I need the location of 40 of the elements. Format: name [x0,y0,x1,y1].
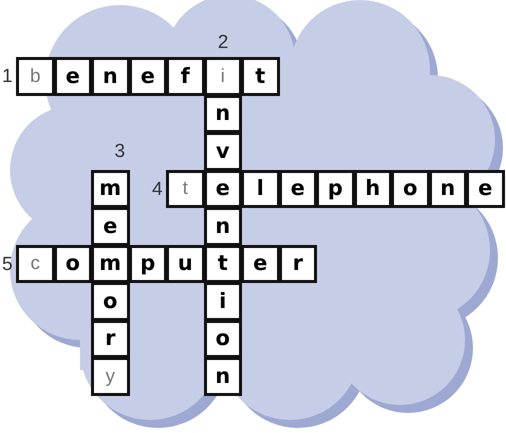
clue-number: 5 [2,254,13,274]
crossword-letter: v [204,132,242,170]
hint-letter: b [16,57,54,96]
crossword-letter: p [316,170,354,208]
crossword-letter: t [204,244,242,283]
crossword-letter: o [54,244,92,283]
crossword-letter: m [91,170,130,208]
crossword-letter: r [91,320,130,358]
hint-letter: c [16,244,54,283]
crossword-letter: r [278,244,317,283]
crossword-letter: i [204,282,242,320]
crossword-letter: n [204,357,242,396]
clue-number: 3 [114,142,126,162]
crossword-letter: f [166,57,204,96]
clue-number: 2 [218,33,228,52]
crossword-letter: e [204,170,242,208]
crossword-letter: o [91,282,130,320]
crossword-letter: e [241,244,280,283]
crossword-letter: e [54,57,92,96]
hint-letter: y [91,357,130,396]
crossword-letter: e [466,170,504,208]
clue-number: 4 [152,180,163,199]
crossword-letter: o [391,170,430,208]
hint-letter: t [166,170,204,208]
crossword-letter: p [128,244,167,283]
crossword-letter: n [204,94,242,133]
hint-letter: i [204,57,242,96]
crossword-letter: n [204,207,242,246]
crossword-letter: l [241,170,280,208]
crossword-letter: o [204,320,242,358]
crossword-letter: e [128,57,167,96]
crossword-letter: n [91,57,130,96]
crossword-letter: m [91,244,130,283]
crossword-letter: t [241,57,280,96]
crossword-letter: u [166,244,204,283]
crossword-letter: n [428,170,467,208]
clue-number: 1 [2,67,13,86]
crossword-letter: h [354,170,392,208]
crossword-letter: e [91,207,130,246]
crossword-letter: e [278,170,317,208]
